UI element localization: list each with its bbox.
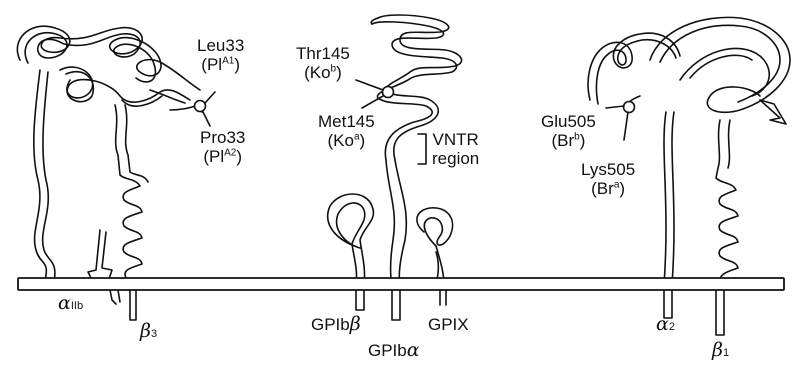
pro33-name: Pro33 (200, 128, 245, 147)
gpib-beta-loop (328, 194, 374, 285)
thr145-phenotype: (Kob) (296, 63, 350, 82)
gpix-label: GPIX (428, 315, 469, 334)
gpib-beta-prefix: GPIb (311, 315, 350, 334)
lys505-phenotype: (Bra) (581, 179, 635, 198)
cell-membrane (18, 278, 784, 290)
leu33-name: Leu33 (197, 36, 244, 55)
pro33-label: Pro33 (PlA2) (200, 128, 245, 166)
alpha2-symbol: α (656, 313, 669, 335)
vntr-label: VNTR region (432, 130, 479, 168)
met145-name: Met145 (318, 112, 375, 131)
gpib-alpha-prefix: GPIb (368, 341, 407, 360)
vntr-line2: region (432, 149, 479, 168)
gpib-alpha-label: GPIbα (368, 341, 420, 360)
b3-stalk (115, 105, 142, 285)
lys505-label: Lys505 (Bra) (581, 160, 635, 198)
beta3-symbol: β (140, 320, 151, 342)
b1-head-ribbon (650, 17, 790, 112)
glu505-label: Glu505 (Brb) (541, 112, 596, 150)
gpib-beta-symbol: β (350, 313, 361, 335)
a2-stalk (664, 112, 674, 285)
beta1-sub: 1 (723, 347, 729, 359)
thr145-marker (383, 87, 394, 98)
glu505-name: Glu505 (541, 112, 596, 131)
gpix-loop (417, 208, 453, 285)
alpha2-label: α2 (656, 315, 675, 337)
met145-phenotype: (Koa) (318, 131, 375, 150)
pro33-phenotype: (PlA2) (200, 147, 245, 166)
glu505-phenotype: (Brb) (541, 131, 596, 150)
leu33-marker (195, 101, 206, 112)
gpib-beta-label: GPIbβ (311, 315, 361, 334)
integrin-aiib-b3 (17, 26, 202, 320)
beta3-sub: 3 (151, 328, 157, 340)
alpha-iib-symbol: α (58, 292, 71, 314)
vntr-line1: VNTR (432, 130, 479, 149)
thr145-name: Thr145 (296, 44, 350, 63)
beta3-label: β3 (140, 322, 157, 344)
glu505-marker (624, 102, 635, 113)
met145-label: Met145 (Koa) (318, 112, 375, 150)
alpha-iib-sub: IIb (71, 300, 83, 312)
gpib-alpha-symbol: α (407, 339, 420, 361)
thr145-label: Thr145 (Kob) (296, 44, 350, 82)
lys505-name: Lys505 (581, 160, 635, 179)
vntr-bracket (418, 134, 426, 164)
leu33-phenotype: (PlA1) (197, 55, 244, 74)
a2-head-ribbon (588, 33, 680, 100)
leu33-label: Leu33 (PlA1) (197, 36, 244, 74)
alpha2-sub: 2 (669, 321, 675, 333)
alpha-iib-label: αIIb (58, 294, 83, 316)
beta1-symbol: β (712, 339, 723, 361)
gpix-text: GPIX (428, 315, 469, 334)
beta1-label: β1 (712, 341, 729, 363)
gpib-alpha-stalk (386, 160, 406, 285)
b1-stalk (716, 120, 738, 285)
